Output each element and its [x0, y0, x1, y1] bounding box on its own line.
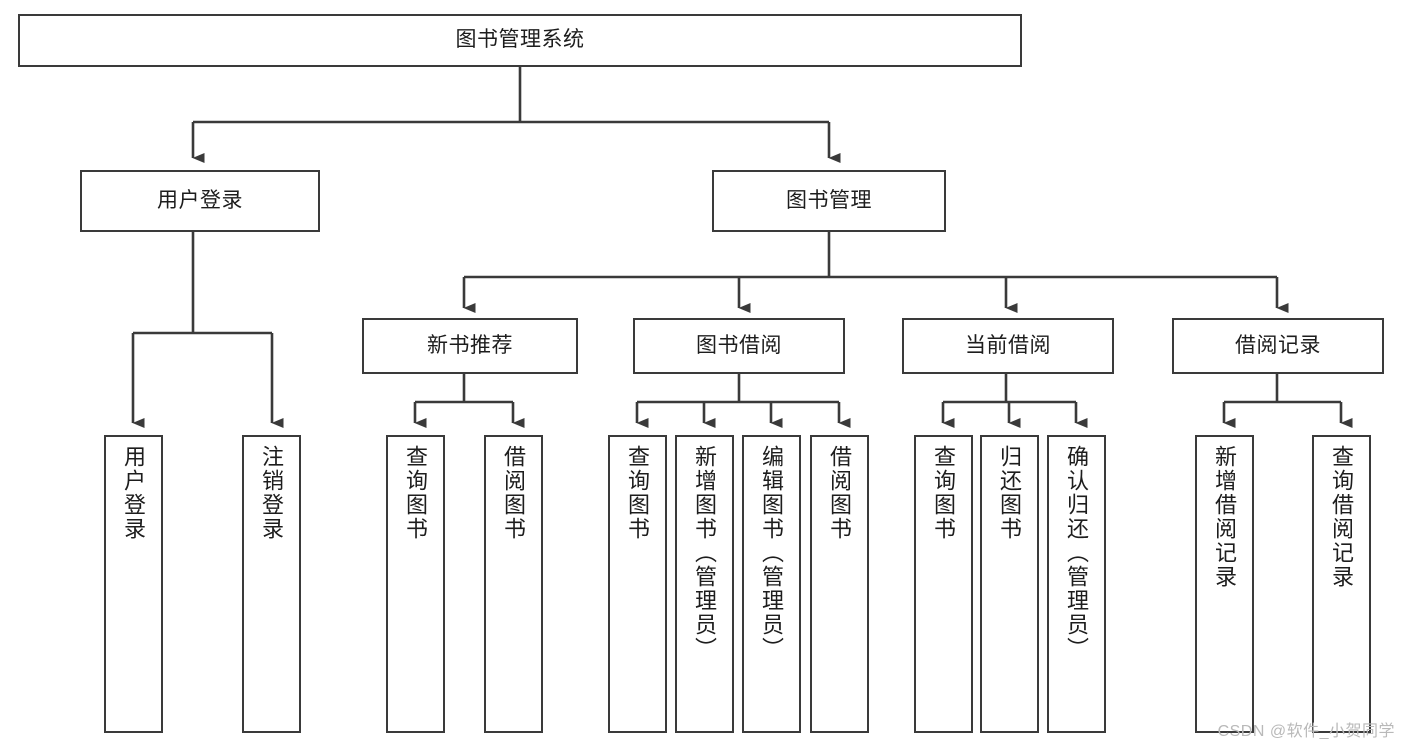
node-borrow-record-label: 借阅记录 [1235, 333, 1321, 357]
node-book-borrow-label: 图书借阅 [696, 333, 782, 357]
node-leaf-edit-book-label: 编辑图书（管理员） [759, 445, 785, 661]
node-leaf-query-book-3-label: 查询图书 [931, 445, 957, 541]
node-leaf-query-book-1-label: 查询图书 [403, 445, 429, 541]
node-leaf-confirm-return-label: 确认归还（管理员） [1064, 445, 1090, 661]
node-leaf-borrow-book-1[interactable]: 借阅图书 [484, 435, 543, 733]
node-book-manage[interactable]: 图书管理 [712, 170, 946, 232]
node-leaf-logout-label: 注销登录 [259, 445, 285, 541]
node-leaf-query-book-1[interactable]: 查询图书 [386, 435, 445, 733]
node-leaf-add-record[interactable]: 新增借阅记录 [1195, 435, 1254, 733]
node-leaf-add-book-label: 新增图书（管理员） [692, 445, 718, 661]
node-leaf-user-login[interactable]: 用户登录 [104, 435, 163, 733]
node-leaf-logout[interactable]: 注销登录 [242, 435, 301, 733]
node-leaf-query-book-2[interactable]: 查询图书 [608, 435, 667, 733]
node-current-borrow-label: 当前借阅 [965, 333, 1051, 357]
node-leaf-add-record-label: 新增借阅记录 [1212, 445, 1238, 589]
node-leaf-borrow-book-2-label: 借阅图书 [827, 445, 853, 541]
node-new-book-rec-label: 新书推荐 [427, 333, 513, 357]
node-root-label: 图书管理系统 [455, 28, 585, 52]
watermark: CSDN @软件_小贺同学 [1217, 723, 1395, 740]
node-leaf-return-book-label: 归还图书 [997, 445, 1023, 541]
node-current-borrow[interactable]: 当前借阅 [902, 318, 1114, 374]
node-leaf-confirm-return[interactable]: 确认归还（管理员） [1047, 435, 1106, 733]
node-root[interactable]: 图书管理系统 [18, 14, 1022, 67]
node-book-manage-label: 图书管理 [786, 188, 872, 212]
node-leaf-query-book-2-label: 查询图书 [625, 445, 651, 541]
node-leaf-borrow-book-2[interactable]: 借阅图书 [810, 435, 869, 733]
node-book-borrow[interactable]: 图书借阅 [633, 318, 845, 374]
node-leaf-query-record[interactable]: 查询借阅记录 [1312, 435, 1371, 733]
node-leaf-edit-book[interactable]: 编辑图书（管理员） [742, 435, 801, 733]
node-leaf-add-book[interactable]: 新增图书（管理员） [675, 435, 734, 733]
node-new-book-rec[interactable]: 新书推荐 [362, 318, 578, 374]
node-user-login-label: 用户登录 [157, 188, 243, 212]
node-user-login[interactable]: 用户登录 [80, 170, 320, 232]
node-borrow-record[interactable]: 借阅记录 [1172, 318, 1384, 374]
node-leaf-borrow-book-1-label: 借阅图书 [501, 445, 527, 541]
node-leaf-query-record-label: 查询借阅记录 [1329, 445, 1355, 589]
node-leaf-query-book-3[interactable]: 查询图书 [914, 435, 973, 733]
node-leaf-user-login-label: 用户登录 [121, 445, 147, 541]
node-leaf-return-book[interactable]: 归还图书 [980, 435, 1039, 733]
